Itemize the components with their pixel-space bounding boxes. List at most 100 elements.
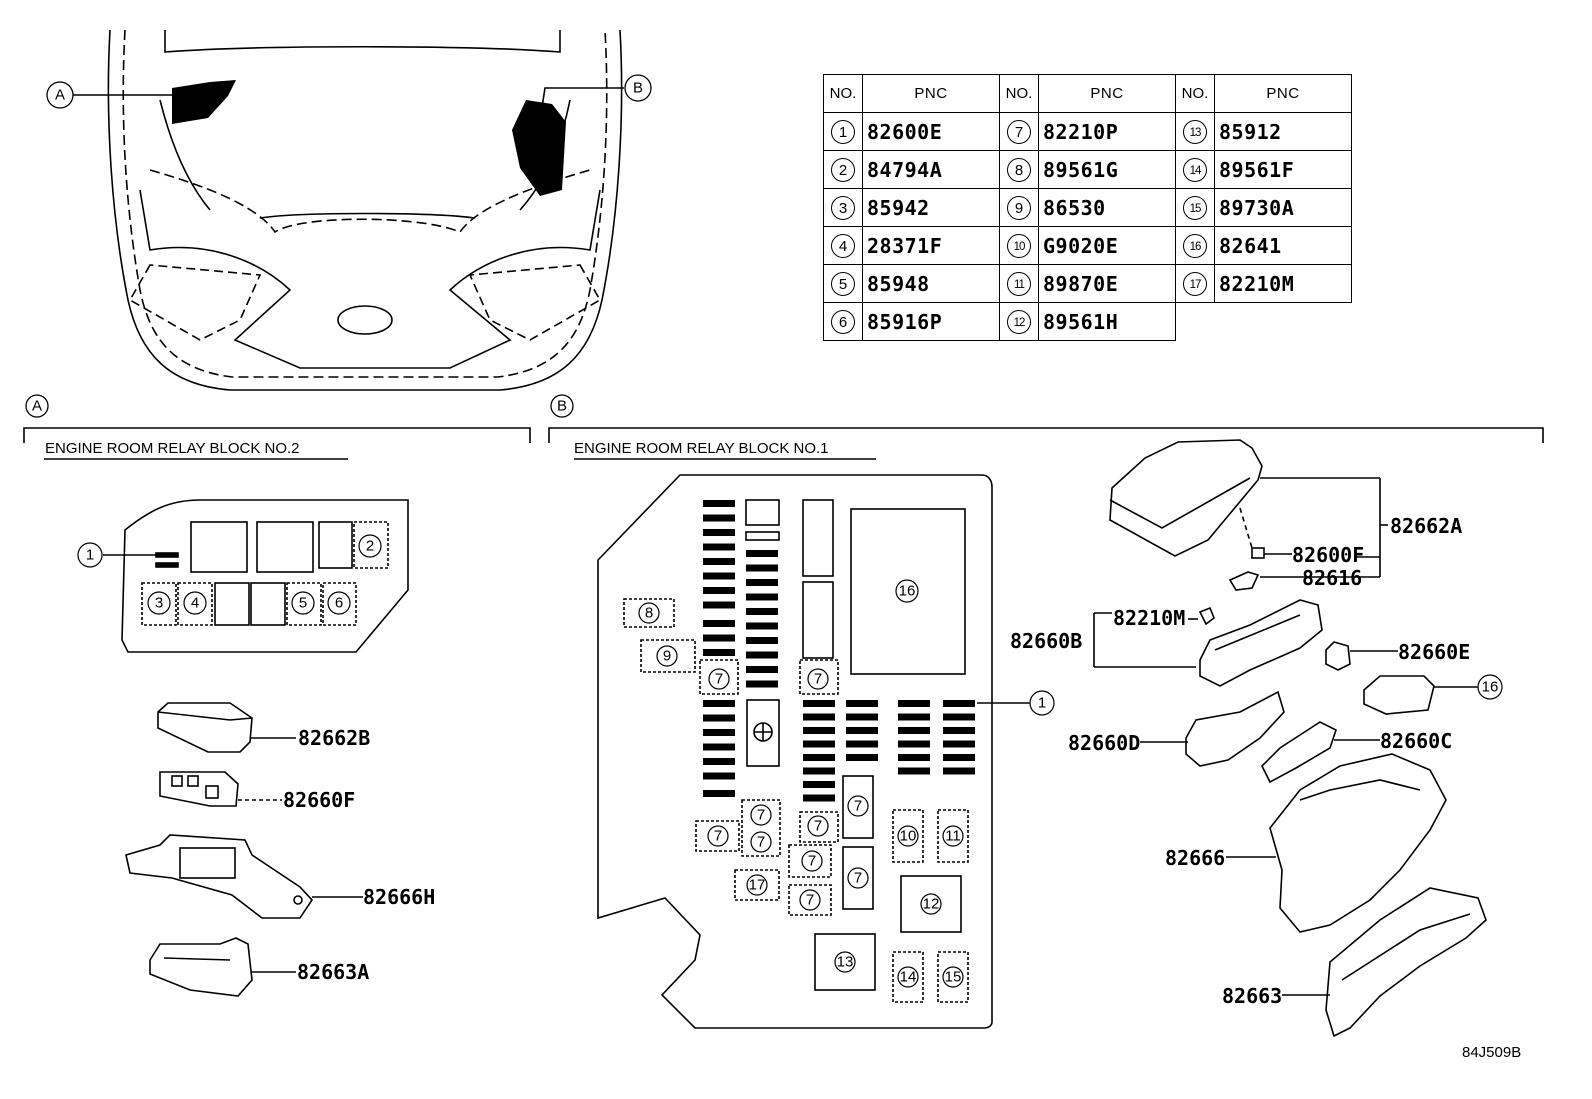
fuse-slot — [703, 790, 735, 797]
part-82662a-illustration — [1109, 439, 1388, 591]
pnc-number-badge: 12 — [1007, 309, 1031, 334]
fuse-slot — [703, 529, 735, 536]
pnc-number-badge: 6 — [831, 309, 855, 334]
part-82210m-label: 82210M — [1113, 606, 1185, 630]
pnc-number: 12 — [999, 302, 1039, 341]
pnc-number: 1 — [823, 112, 863, 151]
fuse-slot — [943, 754, 975, 761]
fuse-slot — [943, 740, 975, 748]
part-82662b-label: 82662B — [298, 726, 370, 750]
pnc-number-badge: 5 — [831, 271, 855, 296]
fuse-slot — [703, 649, 735, 656]
fuse-slot — [703, 587, 735, 594]
pnc-number-badge: 4 — [831, 233, 855, 258]
fuse-slot — [943, 713, 975, 721]
fuse-slot — [803, 781, 835, 788]
section-b-bracket — [548, 427, 1544, 443]
position-13-label: 13 — [837, 954, 854, 971]
header-pnc: PNC — [1038, 74, 1176, 113]
header-pnc: PNC — [1214, 74, 1352, 113]
position-16-label: 16 — [899, 583, 916, 600]
fuse-slot — [703, 558, 735, 565]
part-82660f-illustration — [159, 771, 282, 807]
pnc-code: 89561H — [1038, 302, 1176, 341]
pnc-code: 89561G — [1038, 150, 1176, 189]
header-no: NO. — [1175, 74, 1215, 113]
pnc-code: 85948 — [862, 264, 1000, 303]
relay-block-no2 — [103, 499, 409, 653]
relay-block-no1 — [597, 474, 1030, 1029]
part-82660c-label: 82660C — [1380, 729, 1452, 753]
fuse-slot — [898, 700, 930, 707]
fuse-slot — [943, 767, 975, 775]
pnc-number: 10 — [999, 226, 1039, 265]
pnc-code: 82210P — [1038, 112, 1176, 151]
part-82660e-illustration — [1325, 641, 1398, 671]
pnc-number: 13 — [1175, 112, 1215, 151]
pnc-code: 85916P — [862, 302, 1000, 341]
fuse-slot — [898, 727, 930, 734]
position-15-label: 15 — [945, 969, 962, 986]
pnc-code: 85942 — [862, 188, 1000, 227]
pnc-number: 16 — [1175, 226, 1215, 265]
fuse-slot — [746, 564, 778, 572]
position-1-label-b: 1 — [1038, 695, 1046, 712]
fuse-slot — [703, 514, 735, 522]
fuse-slot — [846, 700, 878, 707]
section-a-bracket — [23, 427, 531, 443]
fuse-slot — [746, 666, 778, 673]
part-82600f-label: 82600F — [1292, 543, 1364, 567]
part-82666-illustration — [1226, 753, 1447, 933]
fuse-slot — [803, 754, 835, 761]
position-7-label: 7 — [757, 834, 765, 851]
position-10-label: 10 — [900, 828, 917, 845]
fuse-slot — [803, 740, 835, 748]
header-no: NO. — [999, 74, 1039, 113]
fuse-slot — [703, 601, 735, 609]
fuse-slot — [943, 727, 975, 734]
fuse-slot — [898, 740, 930, 748]
fuse-slot — [746, 622, 778, 630]
part-82666h-label: 82666H — [363, 885, 435, 909]
pnc-table-header: NO. PNC NO. PNC NO. PNC — [823, 74, 1352, 113]
fuse-slot — [803, 713, 835, 721]
part-82666h-illustration — [125, 834, 363, 919]
pnc-number-badge: 1 — [831, 119, 855, 144]
pnc-number-badge: 14 — [1183, 157, 1207, 182]
pnc-code: 89561F — [1214, 150, 1352, 189]
pnc-code: 28371F — [862, 226, 1000, 265]
position-5-label: 5 — [299, 595, 307, 612]
fuse-slot — [746, 651, 778, 659]
pnc-number: 11 — [999, 264, 1039, 303]
pnc-number: 2 — [823, 150, 863, 189]
position-14-label: 14 — [900, 969, 917, 986]
pnc-number: 5 — [823, 264, 863, 303]
part-82662a-label: 82662A — [1390, 514, 1462, 538]
part-82641-illustration — [1363, 675, 1478, 715]
part-82663-label: 82663 — [1222, 984, 1282, 1008]
fuse-slot — [746, 579, 778, 586]
pnc-number-badge: 8 — [1007, 157, 1031, 182]
relay-block-b-location — [512, 100, 566, 196]
part-82660b-illustration — [1093, 599, 1323, 687]
pnc-number-badge: 16 — [1183, 233, 1207, 258]
car-front-illustration — [107, 29, 623, 391]
pnc-number: 15 — [1175, 188, 1215, 227]
diagram-id: 84J509B — [1462, 1044, 1521, 1061]
fuse-slot — [703, 714, 735, 722]
part-82660e-label: 82660E — [1398, 640, 1470, 664]
pnc-number: 7 — [999, 112, 1039, 151]
fuse-slot — [703, 500, 735, 507]
fuse-slot — [703, 572, 735, 580]
fuse-slot — [746, 550, 778, 557]
position-6-label: 6 — [335, 595, 343, 612]
fuse-slot — [703, 743, 735, 751]
fuse-slot — [703, 634, 735, 642]
pnc-number-badge: 10 — [1007, 233, 1031, 258]
part-82663a-label: 82663A — [297, 960, 369, 984]
pnc-number-badge: 9 — [1007, 195, 1031, 220]
position-7-label: 7 — [714, 828, 722, 845]
position-17-label: 17 — [749, 877, 766, 894]
fuse-slot — [703, 758, 735, 765]
